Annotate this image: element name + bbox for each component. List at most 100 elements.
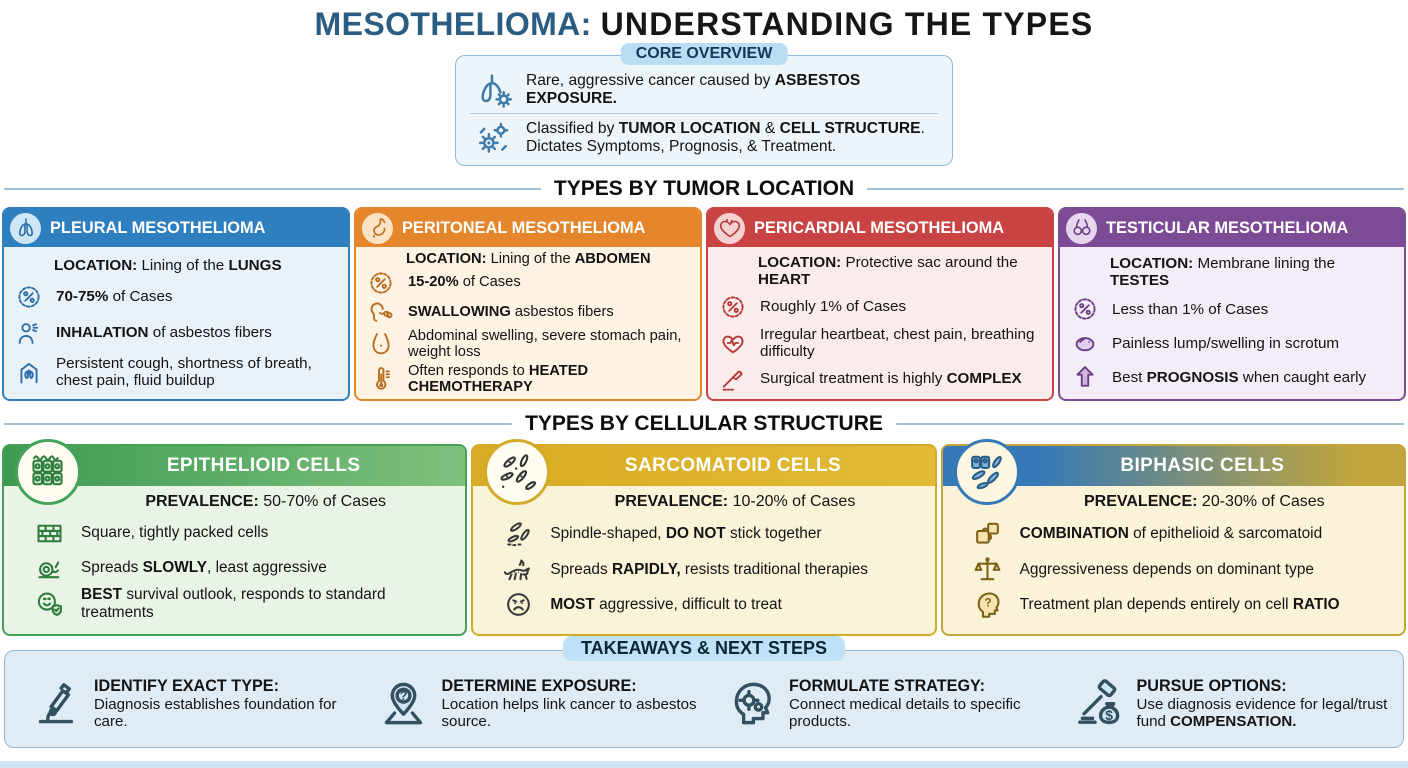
stomach-icon — [362, 212, 393, 244]
fact-text: Abdominal swelling, severe stomach pain,… — [408, 327, 682, 361]
fact-text: SWALLOWING asbestos fibers — [408, 304, 614, 321]
takeaway-text: Location helps link cancer to asbestos s… — [441, 695, 697, 730]
core-overview-label: CORE OVERVIEW — [620, 43, 788, 66]
card-title: TESTICULAR MESOTHELIOMA — [1106, 218, 1349, 237]
card-body: LOCATION: Lining of the ABDOMEN 15-20% o… — [356, 247, 700, 399]
location-line: LOCATION: Protective sac around the HEAR… — [758, 253, 1018, 288]
snail-icon — [28, 552, 70, 583]
card-sarcomatoid: SARCOMATOID CELLS PREVALENCE: 10-20% of … — [471, 439, 937, 637]
percent-badge-icon — [362, 269, 400, 297]
core-overview-row: Rare, aggressive cancer caused by ASBEST… — [470, 66, 938, 113]
fact-row: Spreads SLOWLY, least aggressive — [28, 552, 457, 583]
fact-row: Surgical treatment is highly COMPLEX — [714, 364, 1044, 392]
fact-row: Often responds to HEATED CHEMOTHERAPY — [362, 363, 692, 396]
fact-row: Less than 1% of Cases — [1066, 295, 1396, 323]
card-body: COMBINATION of epithelioid & sarcomatoid… — [943, 512, 1404, 628]
inhalation-icon — [10, 319, 48, 347]
fact-row: 70-75% of Cases — [10, 283, 340, 311]
fact-text: Aggressiveness depends on dominant type — [1019, 560, 1314, 578]
bottom-accent-strip — [0, 761, 1408, 768]
takeaway-determine-exposure: ? DETERMINE EXPOSURE: Location helps lin… — [359, 663, 703, 743]
section-heading-cellular-structure: TYPES BY CELLULAR STRUCTURE — [4, 412, 1404, 436]
map-pin-icon: ? — [377, 678, 431, 729]
takeaway-pursue-options: $ PURSUE OPTIONS: Use diagnosis evidence… — [1054, 663, 1398, 743]
puzzle-icon — [967, 518, 1009, 549]
fact-row: COMBINATION of epithelioid & sarcomatoid — [967, 518, 1396, 549]
fact-row: Spindle-shaped, DO NOT stick together — [497, 518, 926, 549]
fact-row: BEST survival outlook, responds to stand… — [28, 586, 457, 621]
fact-text: Treatment plan depends entirely on cell … — [1019, 595, 1340, 613]
title-accent: MESOTHELIOMA: — [314, 6, 592, 42]
core-overview-row: Classified by TUMOR LOCATION & CELL STRU… — [470, 113, 938, 161]
takeaway-text: Diagnosis establishes foundation for car… — [94, 695, 337, 730]
sad-face-icon — [497, 589, 539, 620]
takeaway-title: IDENTIFY EXACT TYPE: — [94, 676, 279, 695]
fact-text: INHALATION of asbestos fibers — [56, 324, 272, 342]
fact-text: 15-20% of Cases — [408, 274, 521, 291]
heart-icon — [714, 212, 745, 244]
microscope-icon — [29, 678, 83, 729]
card-testicular-header: TESTICULAR MESOTHELIOMA — [1060, 209, 1404, 248]
prevalence-line: PREVALENCE: 10-20% of Cases — [614, 493, 856, 511]
core-overview-box: CORE OVERVIEW Rare, aggressive cancer ca… — [455, 43, 953, 167]
core-overview-text: Rare, aggressive cancer caused by ASBEST… — [526, 71, 861, 107]
takeaway-formulate-strategy: FORMULATE STRATEGY: Connect medical deta… — [706, 663, 1050, 743]
spindle-cells-icon — [497, 518, 539, 549]
card-title: EPITHELIOID CELLS — [4, 446, 466, 487]
fact-text: Painless lump/swelling in scrotum — [1112, 334, 1340, 352]
scales-icon — [967, 554, 1009, 585]
fact-row: Aggressiveness depends on dominant type — [967, 554, 1396, 585]
fact-text: Square, tightly packed cells — [81, 524, 269, 542]
head-gears-icon — [724, 678, 778, 729]
cellular-structure-grid: EPITHELIOID CELLS PREVALENCE: 50-70% of … — [0, 439, 1408, 637]
card-body: LOCATION: Lining of the LUNGS 70-75% of … — [4, 247, 348, 399]
card-peritoneal-header: PERITONEAL MESOTHELIOMA — [356, 209, 700, 248]
smiley-shield-icon — [28, 588, 70, 619]
fact-text: Often responds to HEATED CHEMOTHERAPY — [408, 362, 589, 395]
takeaways-label: TAKEAWAYS & NEXT STEPS — [562, 636, 846, 662]
card-body: Spindle-shaped, DO NOT stick together — [473, 512, 934, 628]
svg-text:?: ? — [400, 688, 408, 703]
takeaways-grid: IDENTIFY EXACT TYPE: Diagnosis establish… — [11, 663, 1397, 743]
takeaway-title: FORMULATE STRATEGY: — [789, 676, 986, 695]
cheetah-icon — [497, 554, 539, 585]
gears-icon — [472, 119, 514, 156]
fact-text: Surgical treatment is highly COMPLEX — [760, 369, 1022, 387]
title-rest: UNDERSTANDING THE TYPES — [600, 6, 1094, 42]
svg-text:$: $ — [1105, 707, 1113, 723]
takeaway-identify-type: IDENTIFY EXACT TYPE: Diagnosis establish… — [11, 663, 355, 743]
heartbeat-icon — [714, 329, 752, 357]
card-peritoneal: PERITONEAL MESOTHELIOMA LOCATION: Lining… — [354, 207, 702, 402]
fact-row: Painless lump/swelling in scrotum — [1066, 329, 1396, 357]
takeaway-title: PURSUE OPTIONS: — [1136, 676, 1287, 695]
card-body: LOCATION: Membrane lining the TESTES Les… — [1060, 247, 1404, 399]
card-title: PERITONEAL MESOTHELIOMA — [402, 218, 646, 237]
biphasic-cells-icon — [953, 439, 1020, 506]
takeaways-box: TAKEAWAYS & NEXT STEPS IDENTIFY EXACT TY… — [4, 636, 1404, 749]
percent-badge-icon — [1066, 295, 1104, 323]
swallowing-icon — [362, 298, 400, 326]
fact-row: Abdominal swelling, severe stomach pain,… — [362, 328, 692, 361]
head-question-icon: ? — [967, 589, 1009, 620]
testes-icon — [1066, 212, 1097, 244]
fact-text: MOST aggressive, difficult to treat — [550, 595, 782, 613]
page-title: MESOTHELIOMA: UNDERSTANDING THE TYPES — [0, 6, 1408, 42]
location-line: LOCATION: Membrane lining the TESTES — [1110, 255, 1336, 290]
card-epithelioid: EPITHELIOID CELLS PREVALENCE: 50-70% of … — [2, 439, 468, 637]
prevalence-line: PREVALENCE: 20-30% of Cases — [1083, 493, 1325, 511]
takeaway-text: Use diagnosis evidence for legal/trust f… — [1136, 695, 1388, 730]
lungs-icon — [10, 212, 41, 244]
fact-text: Irregular heartbeat, chest pain, breathi… — [760, 325, 1035, 360]
fact-row: 15-20% of Cases — [362, 269, 692, 297]
fact-text: Less than 1% of Cases — [1112, 300, 1269, 318]
card-testicular: TESTICULAR MESOTHELIOMA LOCATION: Membra… — [1058, 207, 1406, 402]
fact-text: COMBINATION of epithelioid & sarcomatoid — [1019, 525, 1323, 543]
fact-text: Spindle-shaped, DO NOT stick together — [550, 525, 822, 543]
fact-text: Spreads RAPIDLY, resists traditional the… — [550, 560, 868, 578]
brick-wall-icon — [28, 518, 70, 549]
prevalence-line: PREVALENCE: 50-70% of Cases — [145, 493, 386, 511]
fact-row: Square, tightly packed cells — [28, 518, 457, 549]
fact-text: Best PROGNOSIS when caught early — [1112, 368, 1367, 386]
sarcomatoid-cells-icon — [484, 439, 551, 506]
